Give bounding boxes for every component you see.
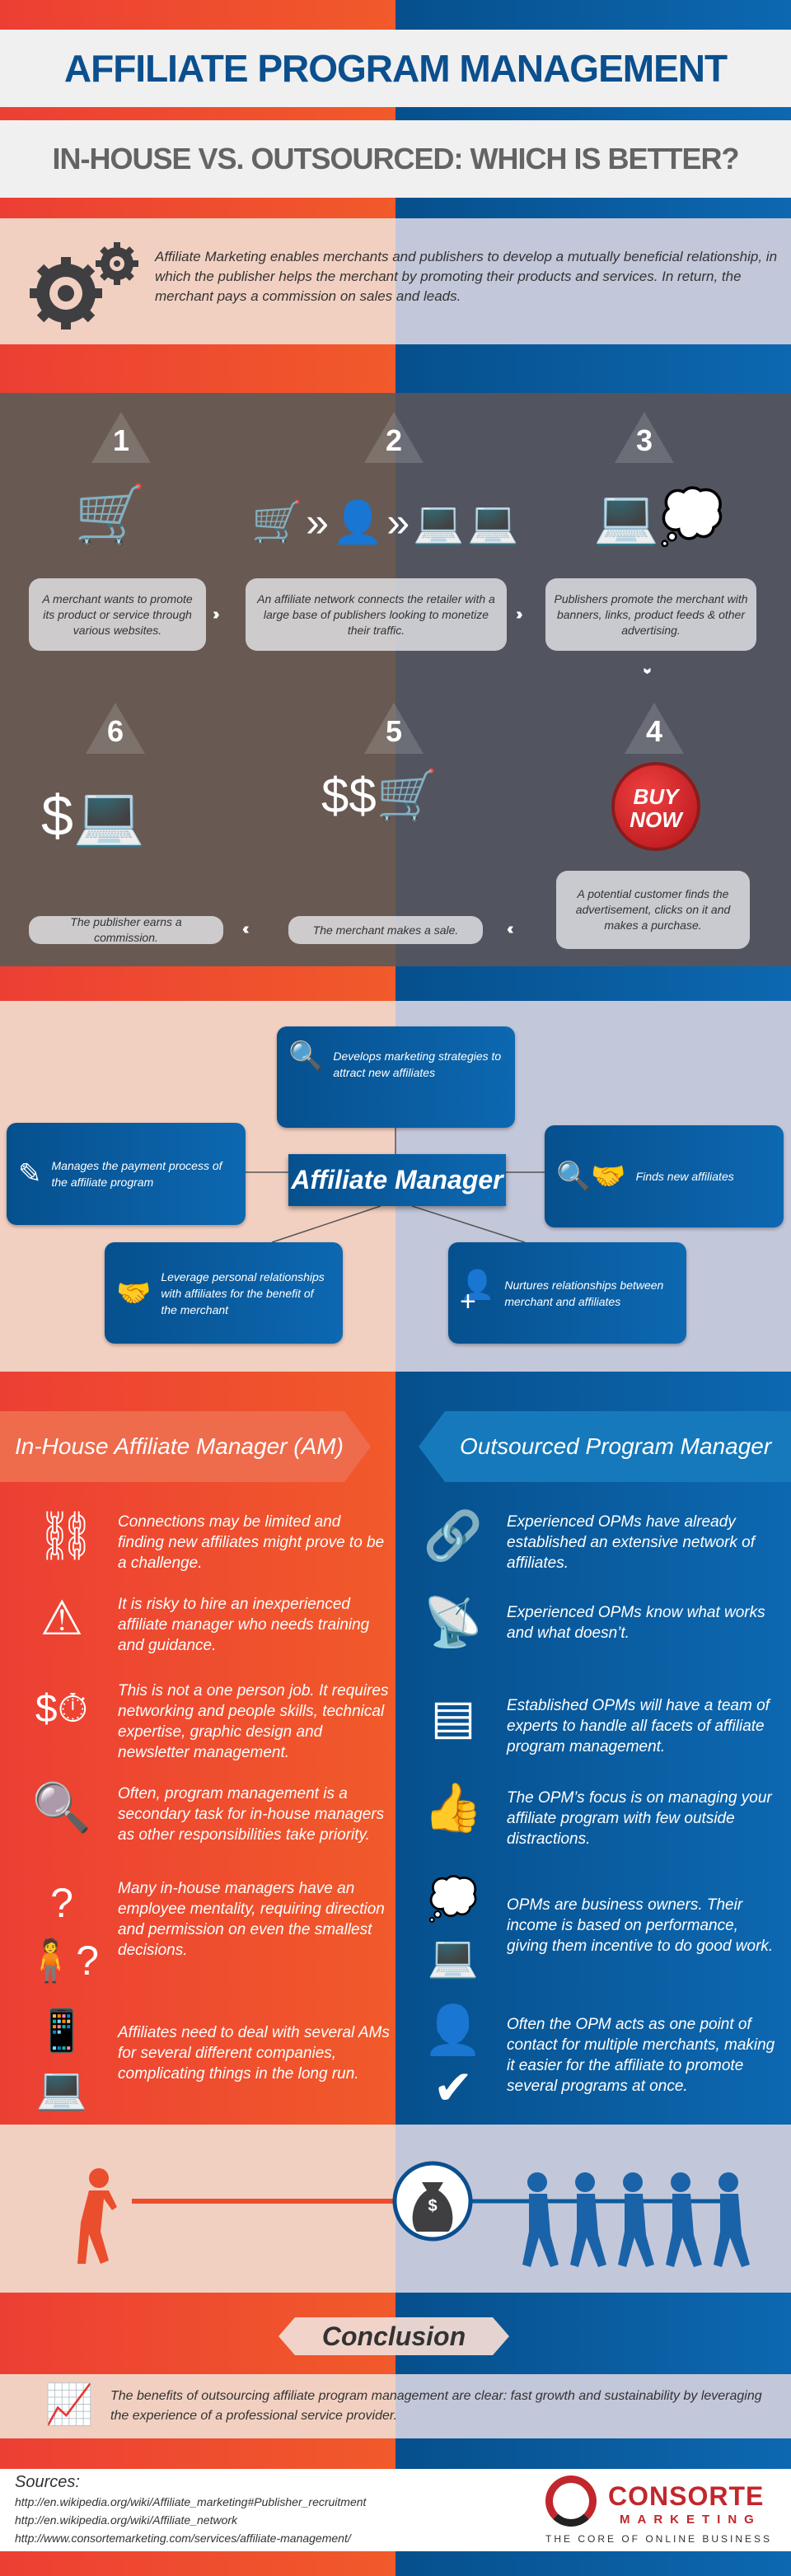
- network-icon: 🛒»👤»💻💻: [251, 499, 522, 545]
- source-link[interactable]: http://en.wikipedia.org/wiki/Affiliate_n…: [15, 2513, 238, 2527]
- step-4-badge: 4: [625, 703, 684, 754]
- gears-icon: [25, 239, 140, 330]
- source-link[interactable]: http://en.wikipedia.org/wiki/Affiliate_m…: [15, 2495, 367, 2508]
- inhouse-item: Affiliates need to deal with several AMs…: [118, 2024, 390, 2083]
- step-6-badge: 6: [86, 703, 145, 754]
- arrow-down-icon: ››››: [638, 667, 657, 670]
- step-1-text: A merchant wants to promote its product …: [29, 578, 206, 651]
- step-3-badge: 3: [615, 412, 674, 463]
- commission-icon: $💻: [41, 783, 146, 848]
- arrow-left-icon: ‹‹‹‹: [242, 920, 249, 938]
- dollars-cart-icon: $$🛒: [321, 768, 438, 823]
- search-x-icon: 🔍: [31, 1781, 92, 1835]
- step-4-text: A potential customer finds the advertise…: [556, 871, 750, 949]
- logo-name: CONSORTE: [608, 2481, 765, 2511]
- publisher-desk-icon: 💻💭: [593, 487, 725, 546]
- broken-link-icon: ⛓: [35, 1509, 96, 1563]
- inhouse-item: It is risky to hire an inexperienced aff…: [118, 1596, 370, 1654]
- outsourced-item: Experienced OPMs know what works and wha…: [507, 1604, 765, 1642]
- confused-person-icon: ?🧍?: [24, 1880, 100, 1984]
- step-2-badge: 2: [364, 412, 424, 463]
- thinking-desk-icon: 💭💻: [427, 1876, 480, 1980]
- outsourced-item: Experienced OPMs have already establishe…: [507, 1513, 756, 1572]
- logo-sub: MARKETING: [620, 2513, 761, 2527]
- role-develops-strategies: 🔍Develops marketing strategies to attrac…: [277, 1026, 515, 1128]
- merchant-cart-icon: 🛒: [74, 483, 147, 547]
- arrow-left-icon: ‹‹‹‹: [507, 920, 513, 938]
- money-bag-symbol: $: [428, 2197, 438, 2215]
- conclusion-panel: [0, 2374, 791, 2438]
- magnifier-icon: 🔍: [288, 1040, 324, 1072]
- inhouse-item: This is not a one person job. It require…: [118, 1682, 389, 1761]
- inhouse-item: Often, program management is a secondary…: [118, 1785, 385, 1844]
- logo-tagline: THE CORE OF ONLINE BUSINESS: [545, 2533, 773, 2545]
- page-title: AFFILIATE PROGRAM MANAGEMENT: [63, 47, 728, 90]
- search-handshake-icon: 🔍🤝: [556, 1161, 626, 1192]
- step-1-badge: 1: [91, 412, 151, 463]
- outsourced-item: OPMs are business owners. Their income i…: [507, 1896, 774, 1955]
- busy-desk-icon: 📱💻: [35, 2008, 88, 2111]
- add-user-icon: 👤+: [460, 1269, 495, 1317]
- step-5-text: The merchant makes a sale.: [288, 916, 483, 944]
- role-nurtures-relationships: 👤+Nurtures relationships between merchan…: [448, 1242, 686, 1344]
- handshake-icon: 🤝: [116, 1277, 152, 1309]
- outsourced-header: Outsourced Program Manager (OPM): [419, 1411, 791, 1482]
- check-pen-icon: ✎: [18, 1158, 42, 1190]
- step-6-text: The publisher earns a commission.: [29, 915, 223, 944]
- org-chart-icon: ▤: [430, 1690, 476, 1744]
- outsourced-item: Often the OPM acts as one point of conta…: [507, 2016, 775, 2095]
- buy-now-button-icon: BUY NOW: [611, 762, 700, 851]
- warning-icon: ⚠: [40, 1592, 83, 1645]
- arrow-right-icon: ››››: [516, 605, 522, 624]
- conclusion-title: Conclusion: [278, 2317, 509, 2355]
- thumbs-up-icon: 👍: [423, 1781, 484, 1835]
- outsourced-item: The OPM’s focus is on managing your affi…: [507, 1789, 772, 1848]
- businessman-check-icon: 👤✔: [423, 2003, 484, 2115]
- role-leverage-relationships: 🤝Leverage personal relationships with af…: [105, 1242, 343, 1344]
- footer: [0, 2469, 791, 2551]
- step-3-text: Publishers promote the merchant with ban…: [545, 578, 756, 651]
- arrow-right-icon: ››››: [213, 605, 219, 624]
- inhouse-item: Connections may be limited and finding n…: [118, 1513, 385, 1572]
- page-subtitle: IN-HOUSE VS. OUTSOURCED: WHICH IS BETTER…: [52, 142, 739, 175]
- money-bag-icon: [412, 2182, 453, 2232]
- growth-chart-icon: 📈: [44, 2383, 94, 2427]
- inhouse-header: In-House Affiliate Manager (AM): [0, 1411, 371, 1482]
- inhouse-item: Many in-house managers have an employee …: [118, 1880, 385, 1959]
- role-finds-affiliates: 🔍🤝Finds new affiliates: [545, 1125, 784, 1227]
- consorte-logo-icon: [545, 2475, 597, 2527]
- intro-text: Affiliate Marketing enables merchants an…: [155, 249, 778, 304]
- subtitle-band: IN-HOUSE VS. OUTSOURCED: WHICH IS BETTER…: [0, 120, 791, 198]
- tug-of-war-illustration: [77, 2161, 750, 2267]
- step-5-badge: 5: [364, 703, 424, 754]
- intro-panel: [0, 218, 791, 344]
- role-manages-payment: ✎Manages the payment process of the affi…: [7, 1123, 246, 1225]
- sources-label: Sources:: [15, 2473, 80, 2491]
- step-2-text: An affiliate network connects the retail…: [246, 578, 507, 651]
- title-band: AFFILIATE PROGRAM MANAGEMENT: [0, 30, 791, 107]
- in-house-puller-icon: [77, 2168, 117, 2264]
- outsourced-item: Established OPMs will have a team of exp…: [507, 1697, 770, 1756]
- connector-lines: [246, 1128, 545, 1243]
- affiliate-manager-title: Affiliate Manager: [288, 1154, 506, 1206]
- source-link[interactable]: http://www.consortemarketing.com/service…: [15, 2532, 351, 2545]
- outsourced-pullers-icon: [522, 2172, 750, 2267]
- money-time-icon: $⏱: [35, 1687, 89, 1731]
- conclusion-text: The benefits of outsourcing affiliate pr…: [110, 2389, 762, 2423]
- link-icon: 🔗: [423, 1509, 484, 1563]
- satellite-dish-icon: 📡: [423, 1596, 484, 1649]
